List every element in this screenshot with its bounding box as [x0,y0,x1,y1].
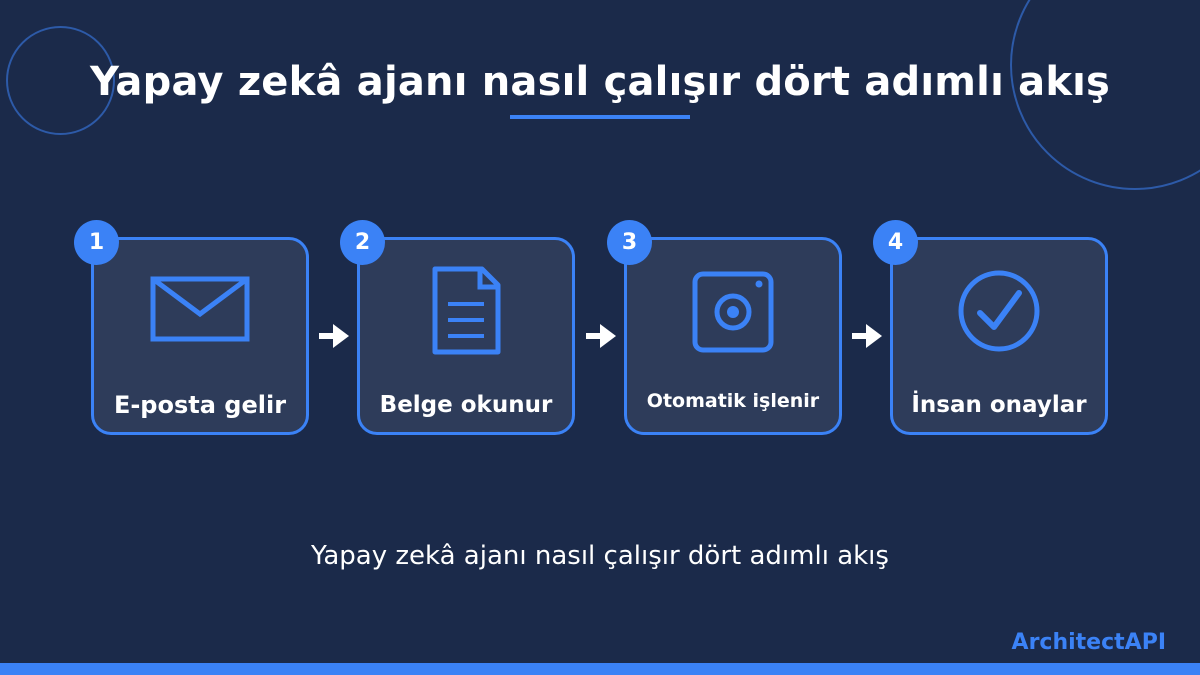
arrow-right-icon [586,324,616,348]
title-underline [510,115,690,119]
step-number-badge: 4 [873,220,918,265]
step-label: İnsan onaylar [911,392,1087,418]
subtitle: Yapay zekâ ajanı nasıl çalışır dört adım… [311,541,889,571]
arrow-right-icon [852,324,882,348]
check-circle-icon [958,270,1040,352]
step-card-1: E-posta gelir [91,237,309,435]
step-number-badge: 1 [74,220,119,265]
step-card-3: Otomatik işlenir [624,237,842,435]
step-card-4: İnsan onaylar [890,237,1108,435]
decorative-circle-left [6,26,115,135]
envelope-icon [150,276,250,342]
step-number-badge: 2 [340,220,385,265]
step-label: Belge okunur [379,392,553,418]
bottom-accent-bar [0,663,1200,675]
document-icon [432,266,501,355]
step-label: Otomatik işlenir [646,390,820,412]
brand-logo-text: ArchitectAPI [1011,630,1166,655]
step-card-2: Belge okunur [357,237,575,435]
page-title: Yapay zekâ ajanı nasıl çalışır dört adım… [89,59,1111,105]
step-number-badge: 3 [607,220,652,265]
camera-icon [692,271,774,353]
step-label: E-posta gelir [113,391,287,419]
arrow-right-icon [319,324,349,348]
